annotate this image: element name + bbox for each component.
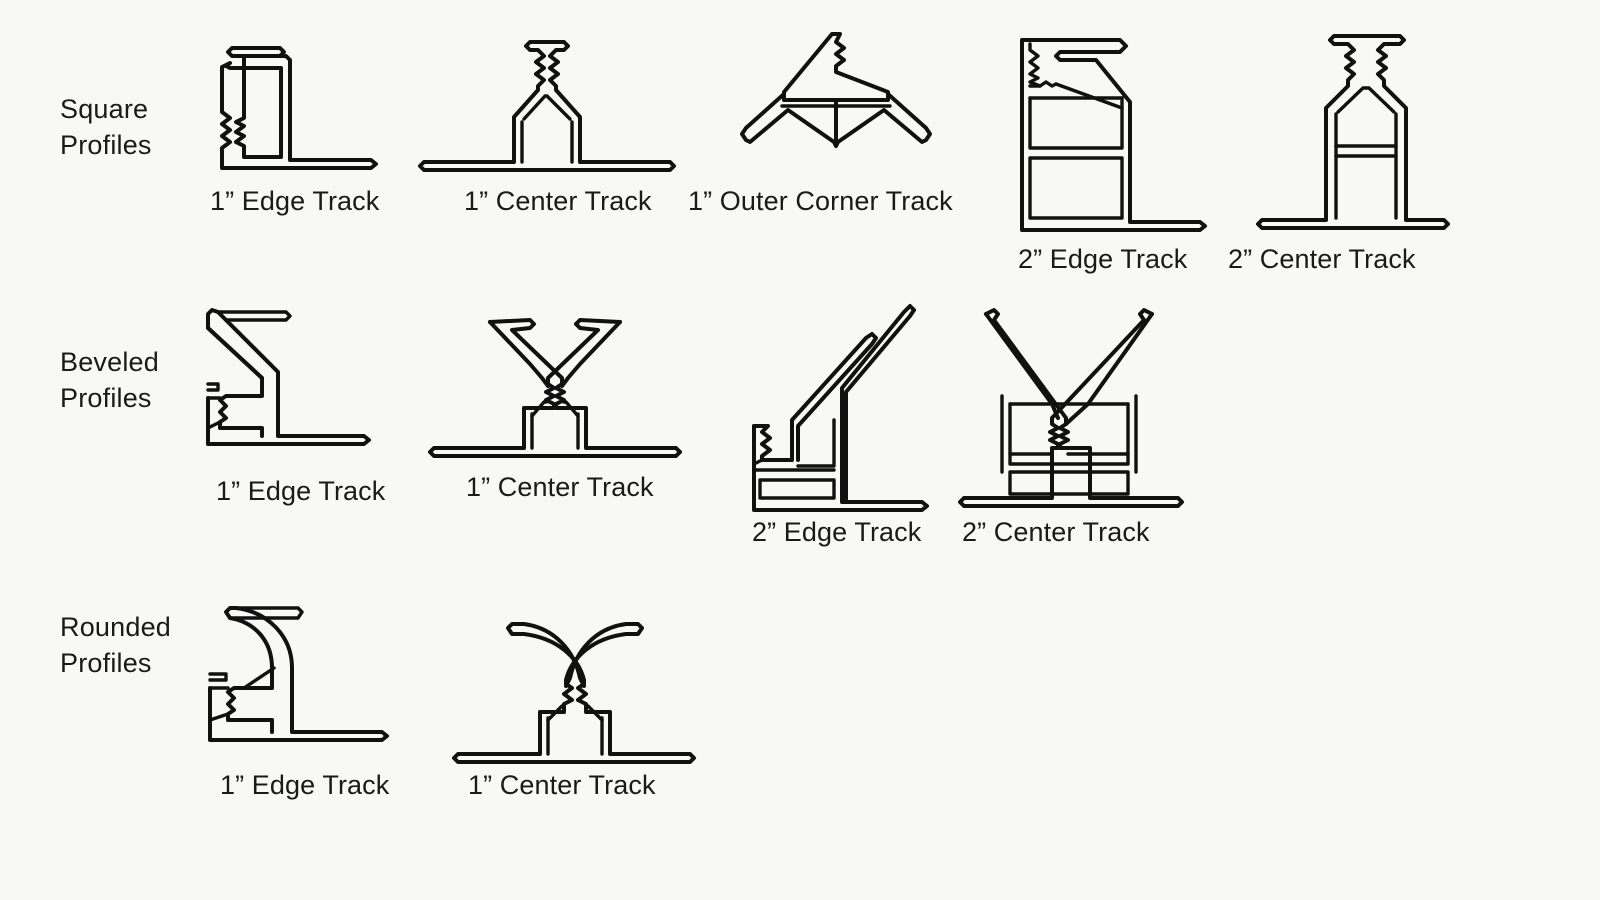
profile-rounded-center-1in: 1” Center Track bbox=[444, 592, 704, 800]
beveled-center-1in-drawing bbox=[428, 318, 682, 458]
square-edge-2in-drawing bbox=[1020, 38, 1207, 232]
caption-square-edge-1in: 1” Edge Track bbox=[210, 186, 380, 216]
caption-beveled-center-2in: 2” Center Track bbox=[962, 517, 1150, 547]
rounded-center-1in-drawing bbox=[452, 622, 696, 764]
square-center-2in-drawing bbox=[1256, 34, 1450, 230]
caption-square-center-1in: 1” Center Track bbox=[464, 186, 652, 216]
square-outer-corner-1in-drawing bbox=[740, 32, 932, 148]
caption-square-edge-2in: 2” Edge Track bbox=[1018, 244, 1188, 274]
profile-square-edge-2in: 2” Edge Track bbox=[1000, 22, 1230, 274]
row-label-beveled-profiles: Beveled Profiles bbox=[60, 347, 159, 413]
profile-rounded-edge-1in: 1” Edge Track bbox=[190, 592, 400, 800]
profile-square-center-1in: 1” Center Track bbox=[412, 22, 682, 216]
rounded-edge-1in-drawing bbox=[208, 606, 389, 742]
beveled-edge-2in-drawing bbox=[752, 304, 929, 512]
profile-square-center-2in: 2” Center Track bbox=[1228, 22, 1478, 274]
square-center-1in-drawing bbox=[418, 40, 676, 172]
caption-beveled-edge-1in: 1” Edge Track bbox=[216, 476, 386, 506]
beveled-center-2in-drawing bbox=[958, 308, 1184, 508]
profile-square-edge-1in: 1” Edge Track bbox=[196, 22, 396, 216]
profile-square-outer-corner-1in: 1” Outer Corner Track bbox=[688, 22, 953, 216]
profile-beveled-center-2in: 2” Center Track bbox=[948, 292, 1198, 547]
caption-beveled-edge-2in: 2” Edge Track bbox=[752, 517, 922, 547]
row-label-square-profiles: Square Profiles bbox=[60, 94, 152, 160]
square-edge-1in-drawing bbox=[220, 46, 378, 170]
caption-rounded-center-1in: 1” Center Track bbox=[468, 770, 656, 800]
caption-square-outer-corner-1in: 1” Outer Corner Track bbox=[688, 186, 953, 216]
profile-beveled-edge-1in: 1” Edge Track bbox=[182, 300, 392, 506]
row-label-rounded-profiles: Rounded Profiles bbox=[60, 612, 171, 678]
caption-rounded-edge-1in: 1” Edge Track bbox=[220, 770, 390, 800]
caption-beveled-center-1in: 1” Center Track bbox=[466, 472, 654, 502]
beveled-edge-1in-drawing bbox=[206, 308, 371, 446]
caption-square-center-2in: 2” Center Track bbox=[1228, 244, 1416, 274]
profile-beveled-center-1in: 1” Center Track bbox=[420, 296, 695, 502]
profile-beveled-edge-2in: 2” Edge Track bbox=[736, 292, 951, 547]
